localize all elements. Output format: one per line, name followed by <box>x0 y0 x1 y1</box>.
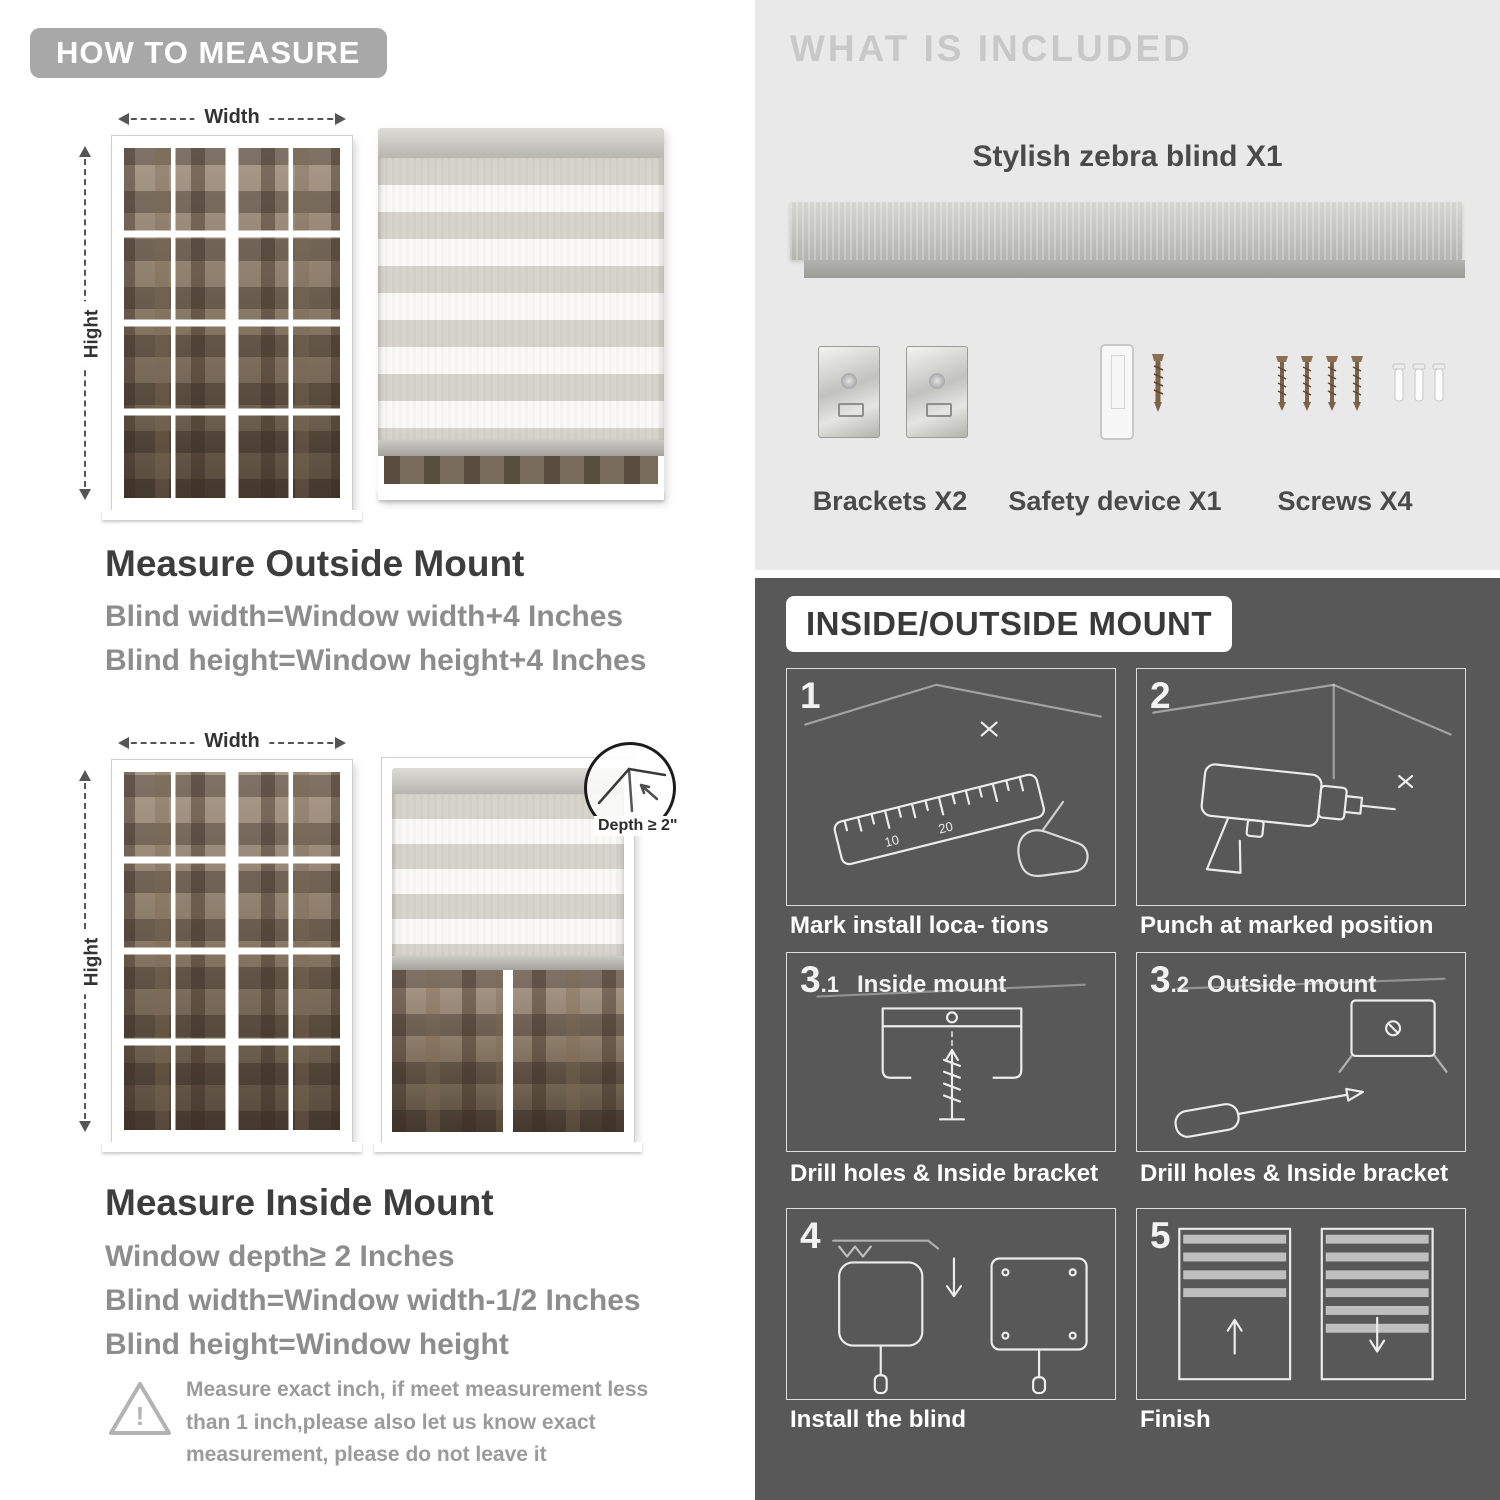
screw-icon <box>1301 356 1313 411</box>
svg-text:!: ! <box>136 1401 145 1431</box>
outside-mount-title: Measure Outside Mount <box>105 543 525 584</box>
step-title: Outside mount <box>1207 971 1377 998</box>
step-illustration-inside-bracket <box>816 983 1086 1121</box>
what-is-included-panel <box>755 0 1500 570</box>
anchor-icon <box>1432 363 1446 402</box>
step-caption-4: Install the blind <box>790 1406 967 1433</box>
height-label: Hight <box>81 301 104 367</box>
blind-stripes <box>392 794 624 956</box>
step-illustration-finish <box>1178 1227 1434 1381</box>
zebra-blind-illustration-inside <box>382 758 634 1142</box>
headrail-illustration <box>790 202 1465 278</box>
mount-header-label: INSIDE/OUTSIDE MOUNT <box>806 605 1213 642</box>
blind-bottom-rail <box>378 440 664 456</box>
window-sill <box>102 1142 362 1152</box>
width-arrow-inside: Width <box>112 730 352 753</box>
screw-icon <box>1326 356 1338 411</box>
how-to-measure-label: HOW TO MEASURE <box>56 35 361 70</box>
window-sill <box>374 1142 642 1152</box>
screw-icon <box>1276 356 1288 411</box>
blind-sill <box>378 490 664 500</box>
step-box-3-2: 3.2 Outside mount <box>1136 952 1466 1152</box>
step-box-4: 4 <box>786 1208 1116 1400</box>
screw-icon <box>1152 354 1164 412</box>
zebra-blind-illustration-outside <box>378 128 664 500</box>
window-illustration-outside <box>112 136 352 510</box>
inside-mount-line1: Window depth≥ 2 Inches <box>105 1240 455 1273</box>
safety-device-label: Safety device X1 <box>1008 486 1222 516</box>
blind-bottom-rail <box>392 956 624 970</box>
step-number: 3.1 <box>800 959 839 1000</box>
step-illustration-install <box>832 1239 1088 1395</box>
step-number: 4 <box>800 1215 821 1256</box>
outside-mount-line1: Blind width=Window width+4 Inches <box>105 600 624 633</box>
warning-icon: ! <box>109 1382 171 1435</box>
depth-label: Depth ≥ 2" <box>594 816 682 836</box>
step-caption-1: Mark install loca- tions <box>790 912 1049 939</box>
brackets-label: Brackets X2 <box>812 486 968 516</box>
height-label: Hight <box>81 929 104 995</box>
width-arrow: Width <box>112 106 352 129</box>
anchor-icon <box>1412 363 1426 402</box>
anchor-icon <box>1392 363 1406 402</box>
window-illustration-inside <box>112 760 352 1142</box>
window-mullion <box>503 970 513 1132</box>
step-illustration-drill <box>1152 683 1452 874</box>
step-box-5: 5 <box>1136 1208 1466 1400</box>
step-caption-3-2: Drill holes & Inside bracket <box>1140 1160 1449 1187</box>
screws-label: Screws X4 <box>1277 486 1413 516</box>
width-label: Width <box>194 106 270 129</box>
screw-icon <box>1351 356 1363 411</box>
step-number: 3.2 <box>1150 959 1189 1000</box>
step-illustration-mark: 10 20 <box>804 683 1102 878</box>
height-arrow-inside: Hight <box>78 764 104 1138</box>
step-number: 5 <box>1150 1215 1171 1256</box>
step-title: Inside mount <box>857 971 1007 998</box>
how-to-measure-header: HOW TO MEASURE <box>30 28 387 78</box>
safety-device-icon <box>1100 344 1134 440</box>
step-box-1: 10 20 1 <box>786 668 1116 906</box>
window-muntins <box>121 769 343 1133</box>
step-number: 2 <box>1150 675 1171 716</box>
step-caption-5: Finish <box>1140 1406 1211 1433</box>
measure-warning-text: Measure exact inch, if meet measurement … <box>186 1378 649 1467</box>
width-label: Width <box>194 730 270 753</box>
bracket-icon <box>818 346 880 438</box>
screws-icon-group <box>1276 356 1363 411</box>
step-caption-3-1: Drill holes & Inside bracket <box>790 1160 1099 1187</box>
step-box-2: 2 <box>1136 668 1466 906</box>
step-number: 1 <box>800 675 821 716</box>
bracket-icon <box>906 346 968 438</box>
window-lower-panes <box>392 970 624 1132</box>
svg-text:10: 10 <box>883 832 901 850</box>
mount-header: INSIDE/OUTSIDE MOUNT <box>786 596 1233 652</box>
step-box-3-1: 3.1 Inside mount <box>786 952 1116 1152</box>
outside-mount-line2: Blind height=Window height+4 Inches <box>105 644 647 677</box>
included-blind-label: Stylish zebra blind X1 <box>972 140 1283 173</box>
inside-mount-title: Measure Inside Mount <box>105 1182 494 1223</box>
window-sill <box>102 510 362 520</box>
blind-stripes <box>378 158 664 440</box>
height-arrow: Hight <box>78 140 104 506</box>
anchors-icon-group <box>1392 363 1446 402</box>
svg-text:20: 20 <box>937 818 955 836</box>
blind-cassette <box>378 128 664 158</box>
inside-mount-line3: Blind height=Window height <box>105 1328 509 1361</box>
inside-mount-line2: Blind width=Window width-1/2 Inches <box>105 1284 641 1317</box>
window-under-blind <box>378 456 664 490</box>
step-illustration-outside-bracket <box>1174 977 1448 1138</box>
what-is-included-header: WHAT IS INCLUDED <box>790 28 1193 69</box>
window-muntins <box>121 145 343 501</box>
step-caption-2: Punch at marked position <box>1140 912 1434 939</box>
